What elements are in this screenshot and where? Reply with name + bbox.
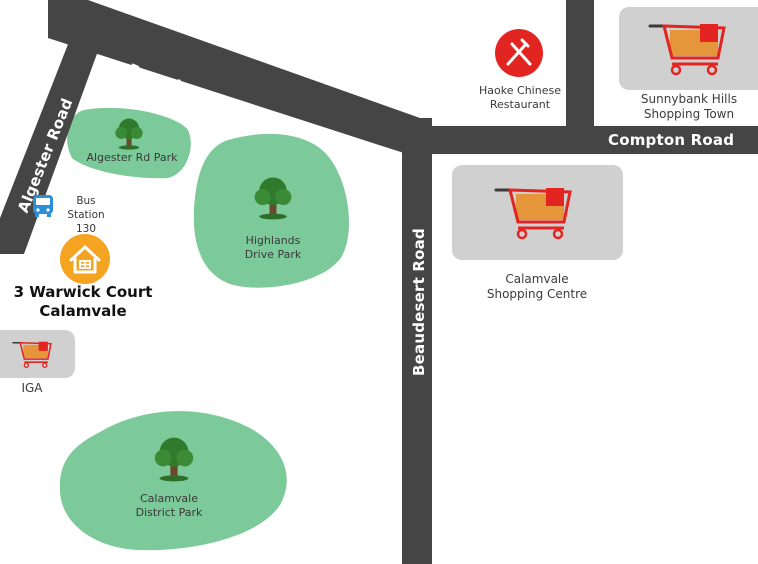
house-icon	[60, 234, 110, 284]
iga-label: IGA	[21, 381, 43, 395]
calamvale-shopping-label: Calamvale Shopping Centre	[486, 272, 588, 301]
algester-road-segment	[0, 34, 102, 254]
bus-icon	[33, 195, 53, 217]
haoke-label: Haoke Chinese Restaurant	[479, 84, 561, 111]
shopping-cart-icon	[648, 24, 726, 76]
shopping-cart-icon	[12, 341, 52, 368]
highlands-label: Highlands Drive Park	[244, 234, 302, 261]
compton-road-label: Compton Road	[608, 131, 735, 149]
bus-station-label: Bus Station 130	[67, 195, 105, 235]
beaudesert-road-diagonal	[48, 0, 420, 155]
sunnybank-label: Sunnybank Hills Shopping Town	[640, 92, 738, 121]
fork-knife-icon	[495, 29, 543, 77]
shopping-cart-icon	[494, 188, 572, 240]
tree-icon	[115, 118, 143, 150]
tree-icon	[154, 437, 194, 482]
algester-park-label: Algester Rd Park	[86, 151, 178, 164]
beaudesert-road-vertical-label: Beaudesert Road	[410, 228, 428, 376]
side-street-segment	[566, 0, 594, 140]
beaudesert-road-vertical	[402, 118, 432, 564]
tree-icon	[254, 177, 292, 220]
address-label: 3 Warwick Court Calamvale	[13, 283, 153, 320]
district-park-label: Calamvale District Park	[135, 492, 203, 519]
